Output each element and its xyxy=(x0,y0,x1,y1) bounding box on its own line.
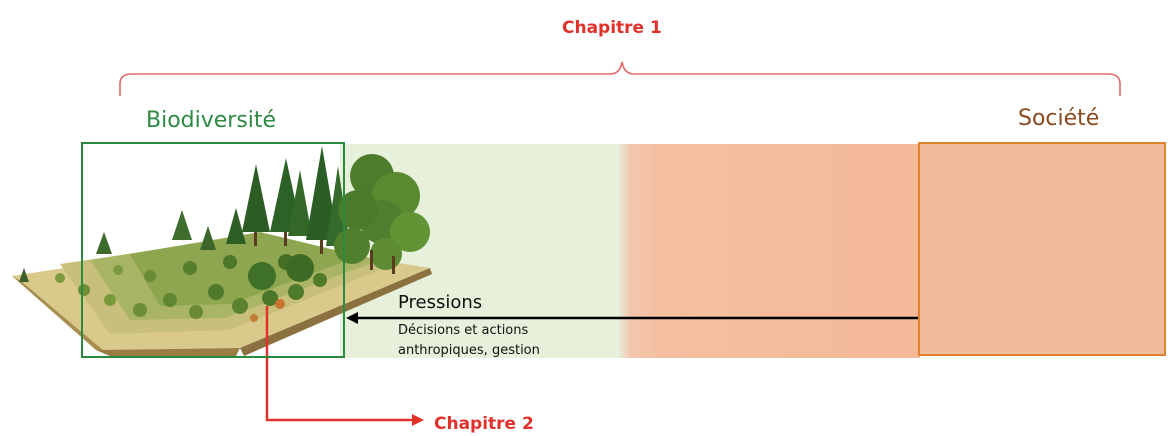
chapter1-label: Chapitre 1 xyxy=(562,18,662,38)
chapter2-arrow-line xyxy=(265,306,412,422)
society-box xyxy=(918,142,1166,356)
pressures-subtitle: Décisions et actions anthropiques, gesti… xyxy=(398,323,540,358)
biodiversity-label: Biodiversité xyxy=(146,108,277,133)
pressures-title: Pressions xyxy=(398,292,483,313)
biodiversity-society-gradient-band xyxy=(340,144,920,358)
society-label: Société xyxy=(1018,106,1100,131)
pressure-arrow-head xyxy=(346,312,358,324)
biodiversity-box xyxy=(81,142,345,358)
chapter2-label: Chapitre 2 xyxy=(434,414,534,434)
chapter2-arrow-head xyxy=(412,414,424,426)
forest-landscape-illustration xyxy=(12,146,432,356)
chapter1-brace xyxy=(119,61,1121,96)
